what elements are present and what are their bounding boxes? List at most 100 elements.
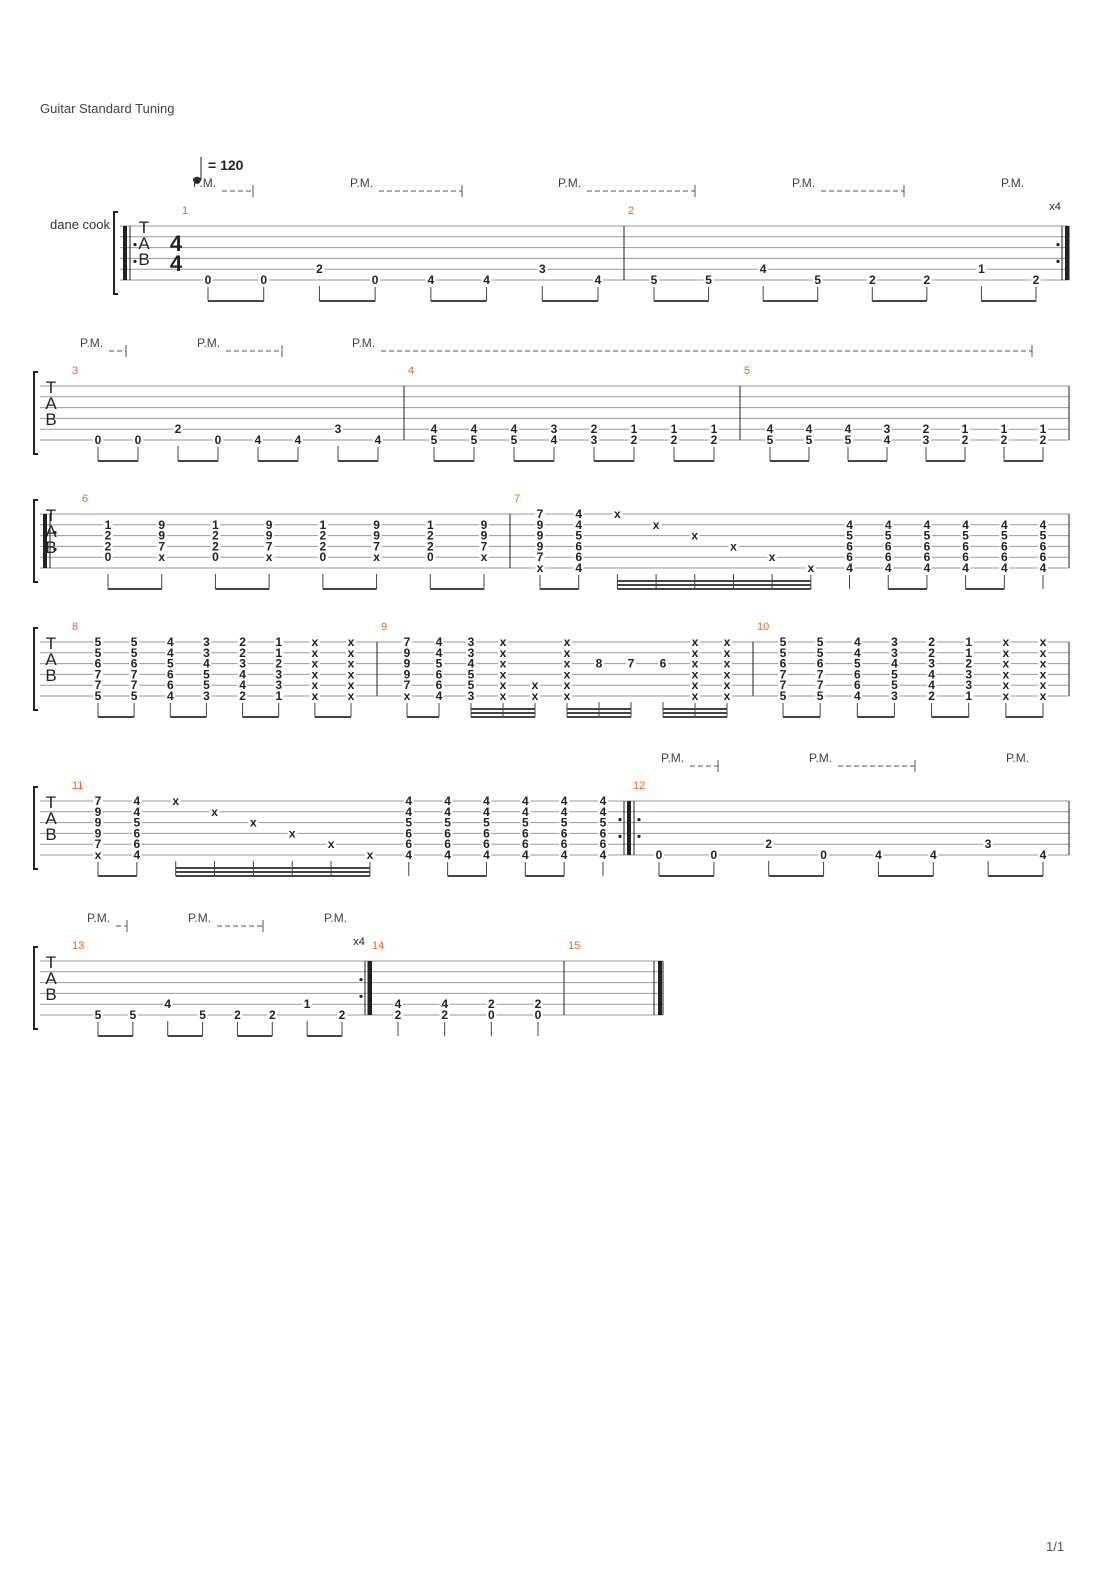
fret-number: x <box>266 550 273 564</box>
fret-mask <box>237 658 248 669</box>
fret-number: 6 <box>854 678 861 692</box>
fret-mask <box>722 669 732 680</box>
fret-number: 4 <box>924 561 931 575</box>
fret-number: 2 <box>965 657 972 671</box>
fret-number: 4 <box>255 433 262 447</box>
fret-mask <box>309 637 320 647</box>
fret-mask <box>442 817 453 828</box>
fret-mask <box>649 275 659 285</box>
fret-mask <box>469 435 479 445</box>
fret-mask <box>921 275 932 285</box>
fret-number: 4 <box>1001 561 1008 575</box>
fret-number: 6 <box>444 837 451 851</box>
tab-clef-letter: B <box>45 666 56 685</box>
fret-number: 4 <box>239 667 246 681</box>
fret-number: 2 <box>928 635 935 649</box>
fret-mask <box>722 691 732 701</box>
fret-mask <box>346 647 356 658</box>
fret-number: 1 <box>1040 422 1047 436</box>
tempo-marking: = 120 <box>208 157 244 173</box>
fret-mask <box>690 680 700 691</box>
fret-number: x <box>1003 678 1010 692</box>
fret-mask <box>921 519 932 530</box>
fret-number: 4 <box>167 646 174 660</box>
fret-number: 0 <box>488 1008 495 1022</box>
fret-mask <box>481 817 492 828</box>
fret-mask <box>93 1010 103 1020</box>
fret-number: 6 <box>444 826 451 840</box>
fret-mask <box>690 669 700 680</box>
fret-number: 5 <box>854 657 861 671</box>
fret-number: 6 <box>131 657 138 671</box>
fret-mask <box>434 637 444 647</box>
fret-number: 4 <box>600 848 607 862</box>
fret-mask <box>1038 669 1048 680</box>
fret-number: 2 <box>175 422 182 436</box>
fret-mask <box>93 828 103 839</box>
tab-clef-letter: T <box>46 793 56 812</box>
fret-mask <box>1038 691 1048 701</box>
fret-number: 9 <box>537 518 544 532</box>
repeat-dot <box>1056 243 1060 247</box>
fret-number: x <box>692 689 699 703</box>
fret-mask <box>873 850 884 860</box>
tab-clef-letter: A <box>45 522 57 541</box>
fret-mask <box>852 658 863 669</box>
fret-mask <box>815 637 826 647</box>
fret-mask <box>264 552 275 563</box>
fret-number: x <box>211 805 218 819</box>
palm-mute-label: P.M. <box>87 911 110 925</box>
fret-number: 3 <box>965 678 972 692</box>
fret-number: 4 <box>930 848 937 862</box>
fret-number: 2 <box>239 689 246 703</box>
fret-mask <box>203 275 213 285</box>
fret-mask <box>129 647 140 658</box>
fret-mask <box>498 691 508 701</box>
fret-number: 8 <box>596 657 603 671</box>
fret-mask <box>549 424 559 435</box>
fret-mask <box>1038 637 1048 647</box>
fret-number: x <box>730 539 737 553</box>
fret-number: x <box>95 848 102 862</box>
fret-mask <box>481 275 492 285</box>
fret-number: 4 <box>600 805 607 819</box>
fret-number: 3 <box>884 422 891 436</box>
fret-number: 5 <box>1001 529 1008 543</box>
fret-number: 1 <box>965 635 972 649</box>
fret-number: 9 <box>373 518 380 532</box>
fret-mask <box>889 647 900 658</box>
fret-number: 2 <box>962 433 969 447</box>
fret-number: 5 <box>95 1008 102 1022</box>
fret-mask <box>598 806 608 817</box>
fret-number: 5 <box>846 529 853 543</box>
fret-mask <box>805 563 816 573</box>
fret-mask <box>804 424 814 435</box>
fret-number: 4 <box>575 561 582 575</box>
fret-mask <box>486 1010 497 1020</box>
fret-mask <box>844 541 855 552</box>
fret-number: 4 <box>436 689 443 703</box>
fret-mask <box>165 647 176 658</box>
fret-number: 1 <box>105 518 112 532</box>
fret-mask <box>1038 541 1048 552</box>
fret-number: 5 <box>561 816 568 830</box>
fret-number: 5 <box>405 816 412 830</box>
fret-mask <box>248 817 259 828</box>
fret-mask <box>402 658 412 669</box>
fret-number: 6 <box>483 826 490 840</box>
fret-number: x <box>404 689 411 703</box>
fret-number: x <box>564 667 571 681</box>
fret-number: x <box>1040 646 1047 660</box>
repeat-dot <box>618 834 622 839</box>
tab-clef-letter: A <box>45 650 57 669</box>
fret-mask <box>1000 669 1011 680</box>
fret-number: x <box>692 657 699 671</box>
tab-clef-letter: B <box>45 985 56 1004</box>
fret-mask <box>371 552 382 563</box>
tab-clef-letter: T <box>46 506 56 525</box>
fret-number: 4 <box>891 657 898 671</box>
fret-number: 4 <box>134 848 141 862</box>
fret-mask <box>843 424 853 435</box>
fret-mask <box>594 658 604 669</box>
fret-number: 2 <box>1040 433 1047 447</box>
